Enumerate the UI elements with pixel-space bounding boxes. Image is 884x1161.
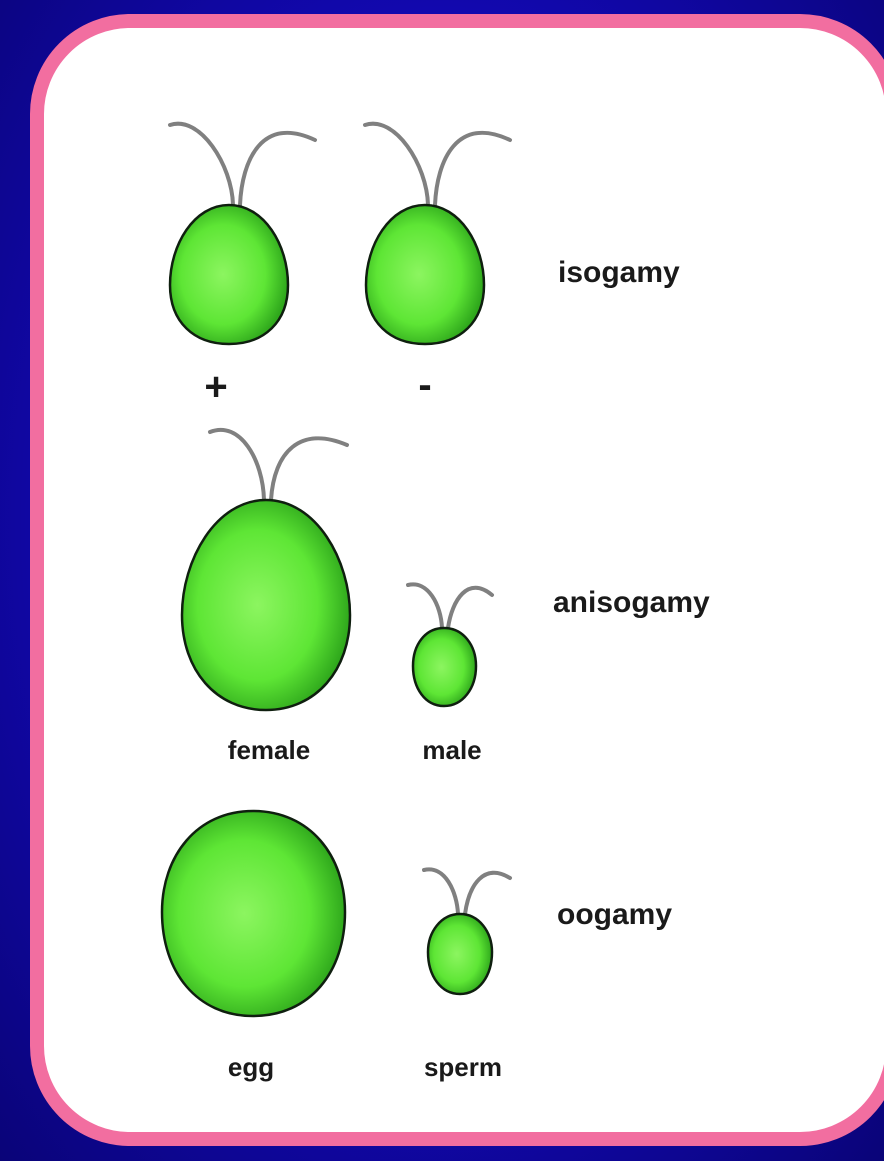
- male-label: male: [422, 735, 481, 765]
- egg-cell: [162, 811, 345, 1016]
- flagellum-icon: [448, 588, 492, 628]
- isogamete-plus-cell: [170, 205, 288, 344]
- flagellum-icon: [210, 430, 264, 500]
- plus-gamete: [170, 124, 315, 344]
- oogamy-label: oogamy: [557, 898, 672, 931]
- flagellum-icon: [271, 438, 347, 500]
- female-label: female: [228, 735, 310, 765]
- minus-gamete: [365, 124, 510, 344]
- plus-label: +: [204, 365, 227, 409]
- sperm-label: sperm: [424, 1052, 502, 1082]
- egg-gamete: [162, 811, 345, 1016]
- flagellum-icon: [435, 133, 510, 205]
- isogamy-row: + - isogamy: [170, 124, 680, 409]
- flagellum-icon: [365, 124, 428, 205]
- oogamy-row: egg sperm oogamy: [162, 811, 672, 1082]
- female-gamete-cell: [182, 500, 350, 710]
- sperm-gamete: [424, 869, 510, 994]
- egg-label: egg: [228, 1052, 274, 1082]
- sperm-cell: [428, 914, 492, 994]
- female-gamete: [182, 430, 350, 710]
- isogamy-label: isogamy: [558, 256, 680, 289]
- minus-label: -: [418, 363, 431, 407]
- flagellum-icon: [465, 873, 510, 914]
- male-gamete: [408, 584, 492, 706]
- isogamete-minus-cell: [366, 205, 484, 344]
- flagellum-icon: [424, 869, 458, 914]
- flagellum-icon: [170, 124, 233, 205]
- anisogamy-row: female male anisogamy: [182, 430, 710, 765]
- male-gamete-cell: [413, 628, 476, 706]
- flagellum-icon: [408, 584, 442, 628]
- flagellum-icon: [240, 133, 315, 205]
- anisogamy-label: anisogamy: [553, 586, 710, 619]
